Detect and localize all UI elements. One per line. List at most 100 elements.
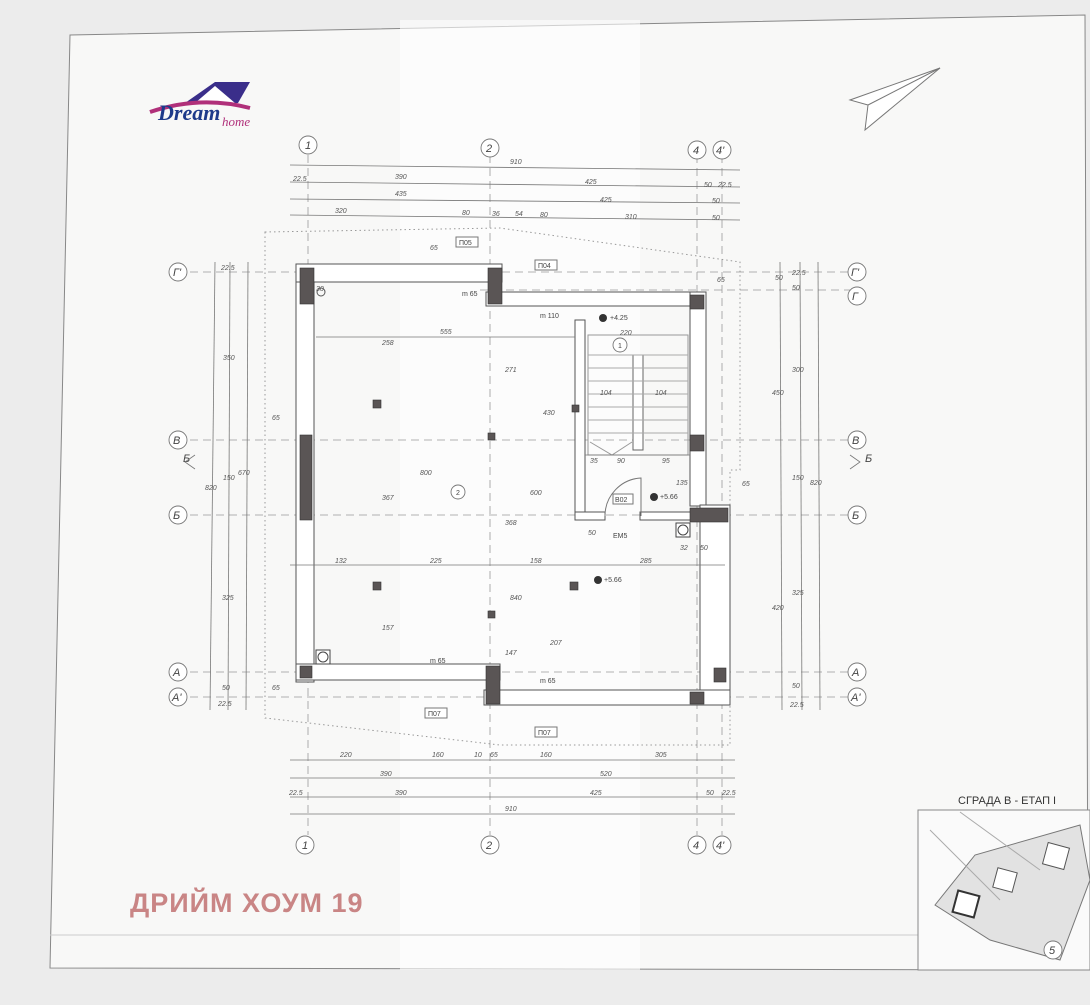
dimension-label: 50 xyxy=(712,198,720,205)
dimension-label: 22.5 xyxy=(217,701,232,708)
tag-p04: П04 xyxy=(538,263,551,270)
axis-4p-top: 4' xyxy=(716,145,725,157)
axis-a-left: А xyxy=(172,667,180,679)
dimension-label: 35 xyxy=(590,458,598,465)
dimension-label: 22.5 xyxy=(791,270,806,277)
axis-2-top: 2 xyxy=(485,143,492,155)
dimension-label: 50 xyxy=(706,790,714,797)
dimension-label: 65 xyxy=(430,245,438,252)
dimension-label: 435 xyxy=(395,191,407,198)
tag-em: ЕМ5 xyxy=(613,533,628,540)
section-mark-right: Б xyxy=(865,453,872,465)
dimension-label: 80 xyxy=(540,212,548,219)
room-number-main: 2 xyxy=(456,490,460,497)
dimension-label: 50 xyxy=(792,285,800,292)
dimension-label: 520 xyxy=(600,771,612,778)
dimension-label: 368 xyxy=(505,520,517,527)
dimension-label: 425 xyxy=(585,179,597,186)
dimension-label: 90 xyxy=(617,458,625,465)
dimension-label: 54 xyxy=(515,211,523,218)
dimension-label: 65 xyxy=(717,277,725,284)
dimensions-sides: 22.5 350 150 325 50 22.5 820 670 65 65 5… xyxy=(205,261,822,711)
dimension-label: 350 xyxy=(223,355,235,362)
level-main: +5.66 xyxy=(604,577,622,584)
dimension-label: 95 xyxy=(662,458,670,465)
level-stair: +4.25 xyxy=(610,315,628,322)
axis-1-top: 1 xyxy=(305,140,311,152)
dimension-label: 258 xyxy=(381,340,394,347)
north-arrow xyxy=(848,67,941,132)
inset-title: СГРАДА В - ЕТАП І xyxy=(958,795,1056,807)
dimension-label: 65 xyxy=(272,685,280,692)
dimension-label: 104 xyxy=(655,390,667,397)
dimension-label: 910 xyxy=(510,159,522,166)
section-mark-left: Б xyxy=(183,453,190,465)
site-plan-inset: СГРАДА В - ЕТАП І 5 xyxy=(917,795,1090,971)
room-number-stair: 1 xyxy=(618,343,622,350)
dimension-label: 30 xyxy=(316,286,324,293)
element-tags: П05 П04 П07 П07 В02 ЕМ5 m 65 m 65 m 65 m… xyxy=(424,236,634,738)
dimensions-bottom: 220 160 10 65 160 305 390 520 22.5 390 4… xyxy=(288,752,736,815)
dimension-label: 325 xyxy=(222,595,234,602)
dimension-label: 80 xyxy=(462,210,470,217)
dimensions-inner: 555 258 367 157 132 225 158 285 271 430 … xyxy=(290,245,725,657)
dimension-label: 450 xyxy=(772,390,784,397)
dimension-label: 50 xyxy=(775,275,783,282)
dimension-label: m 65 xyxy=(462,291,478,298)
tag-p05: П05 xyxy=(459,240,472,247)
dimension-label: 160 xyxy=(540,752,552,759)
dimension-label: m 65 xyxy=(540,678,556,685)
dimension-label: Dream xyxy=(157,100,220,125)
axis-v-left: В xyxy=(173,435,180,447)
dimension-label: 160 xyxy=(432,752,444,759)
levels: +4.25 +5.66 +5.66 1 2 xyxy=(450,314,678,584)
dimension-label: 367 xyxy=(382,495,395,502)
dimension-label: 305 xyxy=(655,752,667,759)
dimension-label: 800 xyxy=(420,470,432,477)
axis-1-bottom: 1 xyxy=(302,840,308,852)
dimension-label: 22.5 xyxy=(721,790,736,797)
tag-b02: В02 xyxy=(615,497,628,504)
watermark-text: ДРИЙМ ХОУМ 19 xyxy=(130,888,364,918)
dimension-label: 36 xyxy=(492,211,500,218)
axis-2-bottom: 2 xyxy=(485,840,492,852)
tag-p07a: П07 xyxy=(428,711,441,718)
axis-a-prime-right: А' xyxy=(850,692,861,704)
dimension-label: 50 xyxy=(704,182,712,189)
dimension-label: 390 xyxy=(380,771,392,778)
level-hall: +5.66 xyxy=(660,494,678,501)
axis-a-right: А xyxy=(851,667,859,679)
dimension-label: 220 xyxy=(619,330,632,337)
dimension-label: 10 xyxy=(474,752,482,759)
dimension-label: 555 xyxy=(440,329,452,336)
dimension-label: 220 xyxy=(339,752,352,759)
axis-4-bottom: 4 xyxy=(693,840,699,852)
dimension-label: 670 xyxy=(238,470,250,477)
dimension-label: 22.5 xyxy=(717,182,732,189)
axis-g-prime-left: Г' xyxy=(173,267,182,279)
dimension-label: 65 xyxy=(742,481,750,488)
dimension-label: 147 xyxy=(505,650,518,657)
dimension-label: 207 xyxy=(549,640,563,647)
axis-b-right: Б xyxy=(852,510,859,522)
dimension-label: 390 xyxy=(395,790,407,797)
roof-outline xyxy=(264,227,741,746)
dimension-label: 910 xyxy=(505,806,517,813)
axis-g-prime-right: Г' xyxy=(851,267,860,279)
dimension-label: 150 xyxy=(223,475,235,482)
dimension-label: 50 xyxy=(712,215,720,222)
dimension-label: home xyxy=(222,114,250,129)
dimension-label: 430 xyxy=(543,410,555,417)
dimension-label: 300 xyxy=(792,367,804,374)
axis-4-top: 4 xyxy=(693,145,699,157)
dimension-label: 65 xyxy=(272,415,280,422)
dimension-label: 271 xyxy=(504,367,517,374)
dimension-label: 50 xyxy=(588,530,596,537)
dimension-label: 50 xyxy=(700,545,708,552)
dimension-label: m 65 xyxy=(430,658,446,665)
dimension-label: 135 xyxy=(676,480,688,487)
dimension-label: 22.5 xyxy=(789,702,804,709)
dimension-label: 425 xyxy=(590,790,602,797)
dimension-label: 225 xyxy=(429,558,442,565)
